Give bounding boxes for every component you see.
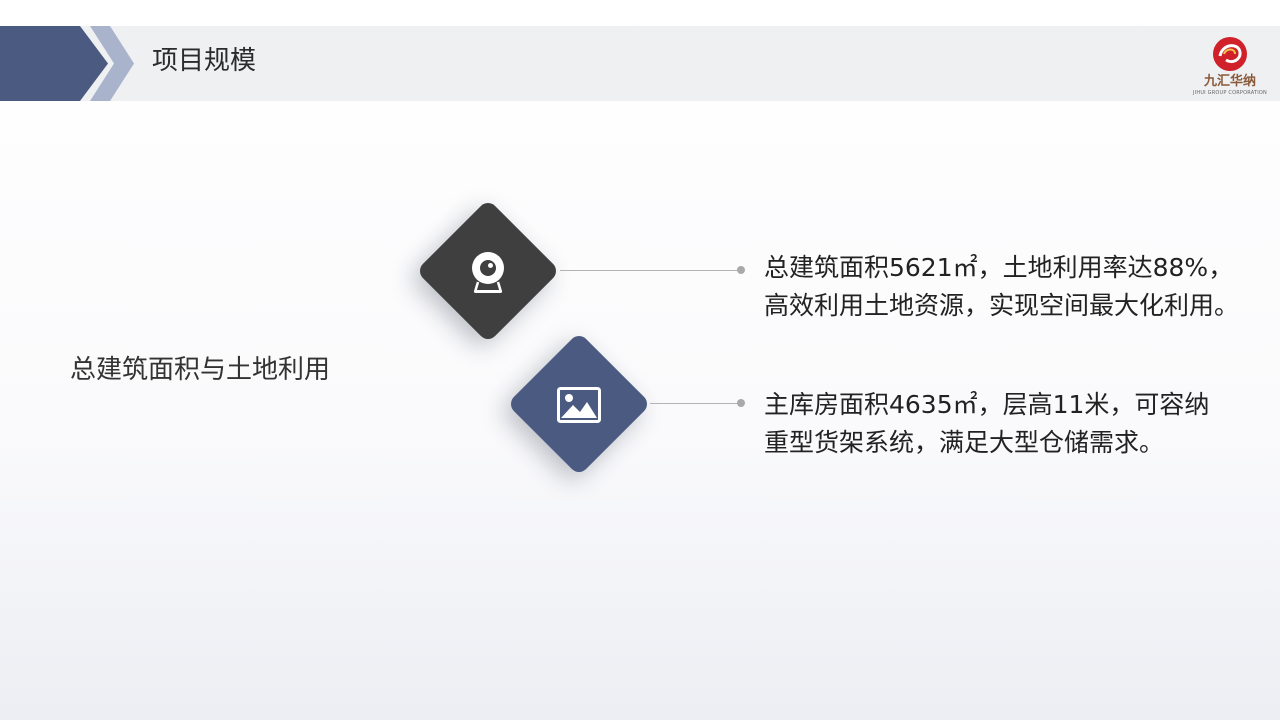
chevron-light [90, 26, 134, 101]
point-text: 主库房面积4635㎡，层高11米，可容纳 重型货架系统，满足大型仓储需求。 [764, 386, 1209, 462]
webcam-icon [472, 252, 504, 293]
page-title: 项目规模 [152, 46, 257, 76]
connector-dot [737, 399, 745, 407]
logo-name: 九汇华纳 [1203, 74, 1256, 89]
connector-line [560, 270, 740, 271]
connector-dot [737, 266, 745, 274]
logo-subtitle: JIHUI GROUP CORPORATION [1193, 90, 1267, 96]
point-text: 总建筑面积5621㎡，土地利用率达88%， 高效利用土地资源，实现空间最大化利用… [764, 249, 1239, 325]
point-line: 主库房面积4635㎡，层高11米，可容纳 [764, 390, 1210, 419]
section-label: 总建筑面积与土地利用 [70, 355, 331, 385]
header-chevron-decoration [0, 26, 134, 101]
header-band [0, 26, 1280, 101]
logo-mark-icon [1213, 37, 1247, 71]
chevron-dark [0, 26, 108, 101]
image-icon [557, 387, 601, 423]
point-line: 总建筑面积5621㎡，土地利用率达88%， [764, 253, 1234, 282]
point-line: 高效利用土地资源，实现空间最大化利用。 [764, 291, 1240, 320]
point-line: 重型货架系统，满足大型仓储需求。 [764, 428, 1165, 457]
connector-line [650, 403, 740, 404]
company-logo: 九汇华纳 JIHUI GROUP CORPORATION [1190, 36, 1270, 98]
